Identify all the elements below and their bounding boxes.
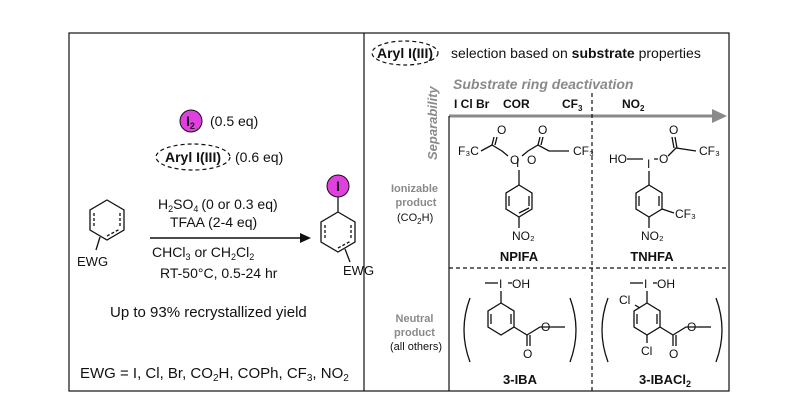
- svg-text:HO: HO: [609, 152, 627, 166]
- ewg-left: EWG: [77, 254, 108, 269]
- header-sentence: selection based on substrate properties: [451, 45, 701, 61]
- yield-text: Up to 93% recrystallized yield: [110, 304, 307, 321]
- svg-text:NO₂: NO₂: [512, 229, 535, 243]
- svg-text:I: I: [647, 157, 650, 171]
- iba-structure: I OH O O 3-IBA: [463, 277, 577, 387]
- svg-text:O: O: [669, 347, 678, 361]
- ibacl-label: 3-IBACl2: [639, 372, 691, 389]
- deactivation-axis-arrowhead: [712, 109, 727, 123]
- svg-text:O: O: [538, 123, 547, 137]
- temperature-condition: RT-50°C, 0.5-24 hr: [160, 265, 278, 281]
- reaction-arrowhead: [300, 233, 311, 243]
- i2-reagent: I2: [186, 113, 195, 131]
- svg-text:F₃C: F₃C: [458, 144, 479, 158]
- svg-text:O: O: [669, 123, 678, 137]
- svg-text:O: O: [659, 152, 668, 166]
- y-axis-title: Separability: [425, 86, 440, 160]
- svg-text:NO₂: NO₂: [641, 229, 664, 243]
- substituent-no2: NO2: [622, 97, 645, 113]
- svg-text:I: I: [499, 277, 502, 291]
- svg-text:O: O: [527, 153, 536, 167]
- aryl-reagent-ellipse: [155, 143, 231, 171]
- outer-frame: [68, 32, 730, 392]
- substituent-halogens: I Cl Br: [454, 97, 490, 111]
- substituent-cor: COR: [503, 97, 530, 111]
- aryl-header-label: Aryl I(III): [377, 45, 433, 61]
- svg-text:Cl: Cl: [641, 344, 652, 358]
- svg-text:I: I: [516, 156, 519, 170]
- acid-condition: H2SO4(0 or 0.3 eq): [158, 196, 278, 214]
- npifa-label: NPIFA: [500, 249, 539, 264]
- svg-text:OH: OH: [512, 277, 530, 291]
- x-axis-title: Substrate ring deactivation: [453, 76, 633, 92]
- row-label-ionizable-formula: (CO2H): [397, 212, 433, 226]
- svg-text:O: O: [523, 347, 532, 361]
- aryl-reagent-label: Aryl I(III): [165, 149, 221, 165]
- svg-text:OH: OH: [657, 277, 675, 291]
- ibacl-structure: I OH Cl O O Cl 3-IBACl2: [601, 277, 723, 389]
- svg-text:Cl: Cl: [619, 293, 630, 307]
- svg-text:O: O: [687, 320, 696, 334]
- svg-text:O: O: [541, 320, 550, 334]
- aryl-header-ellipse: [371, 40, 439, 66]
- svg-text:O: O: [497, 123, 506, 137]
- substituent-cf3: CF3: [562, 97, 583, 113]
- ewg-right: EWG: [343, 263, 374, 278]
- product-iodine: I: [336, 178, 340, 194]
- ewg-definition: EWG = I, Cl, Br, CO2H, COPh, CF3, NO2: [80, 365, 349, 384]
- i2-equivalents: (0.5 eq): [210, 113, 258, 129]
- starting-arene: EWG: [77, 199, 125, 269]
- tnhfa-structure: HO I O O CF₃ CF₃ NO₂ TNHFA: [609, 123, 720, 264]
- svg-text:CF₃: CF₃: [573, 144, 594, 158]
- iba-label: 3-IBA: [503, 372, 538, 387]
- row-label-neutral: Neutral product (all others): [390, 313, 442, 353]
- tnhfa-label: TNHFA: [630, 249, 674, 264]
- iodinated-product: I EWG: [320, 174, 374, 278]
- i2-magenta-circle: [179, 109, 203, 133]
- svg-text:I: I: [644, 277, 647, 291]
- svg-text:CF₃: CF₃: [699, 144, 720, 158]
- svg-text:O: O: [510, 153, 519, 167]
- npifa-structure: F₃C CF₃ O O O O I NO₂ NPIFA: [458, 123, 594, 264]
- svg-text:CF₃: CF₃: [675, 207, 696, 221]
- aryl-equivalents: (0.6 eq): [235, 149, 283, 165]
- tfaa-condition: TFAA (2-4 eq): [170, 214, 257, 230]
- row-label-ionizable: Ionizable product: [391, 183, 441, 209]
